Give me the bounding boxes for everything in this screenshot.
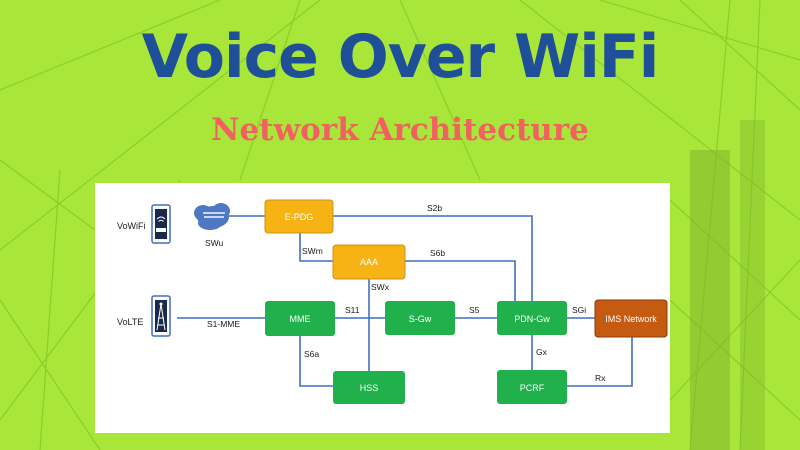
node-epdg: E-PDG bbox=[264, 199, 334, 234]
epdg-label: E-PDG bbox=[285, 212, 314, 222]
hss-label: HSS bbox=[360, 383, 379, 393]
s6a-label: S6a bbox=[304, 349, 319, 359]
cloud-icon bbox=[194, 203, 230, 230]
node-pdngw: PDN-Gw bbox=[497, 301, 567, 335]
swx-label: SWx bbox=[371, 282, 390, 292]
swu-label: SWu bbox=[205, 238, 224, 248]
s1mme-label: S1-MME bbox=[207, 319, 240, 329]
link-s6b bbox=[405, 260, 516, 301]
link-rx bbox=[567, 337, 633, 387]
pdngw-label: PDN-Gw bbox=[514, 314, 550, 324]
swm-label: SWm bbox=[302, 246, 323, 256]
wifi-router-icon bbox=[151, 204, 171, 244]
node-pcrf: PCRF bbox=[497, 370, 567, 404]
mme-label: MME bbox=[290, 314, 311, 324]
s11-label: S11 bbox=[345, 305, 360, 315]
node-aaa: AAA bbox=[332, 244, 406, 280]
page-subtitle: Network Architecture bbox=[211, 112, 589, 148]
node-ims: IMS Network bbox=[594, 299, 668, 338]
ims-label: IMS Network bbox=[605, 314, 657, 324]
page-title: Voice Over WiFi bbox=[141, 22, 660, 92]
architecture-diagram: VoWiFi VoLTE E-PDG bbox=[95, 183, 670, 433]
node-sgw: S-Gw bbox=[385, 301, 455, 335]
links bbox=[177, 215, 633, 387]
node-hss: HSS bbox=[333, 371, 405, 404]
link-s6a bbox=[299, 336, 333, 387]
rx-label: Rx bbox=[595, 373, 606, 383]
s6b-label: S6b bbox=[430, 248, 445, 258]
aaa-label: AAA bbox=[360, 257, 378, 267]
s2b-label: S2b bbox=[427, 203, 442, 213]
link-s2b bbox=[333, 215, 533, 301]
link-swm bbox=[299, 233, 333, 262]
gx-label: Gx bbox=[536, 347, 548, 357]
node-mme: MME bbox=[265, 301, 335, 336]
vowifi-label: VoWiFi bbox=[117, 221, 146, 231]
sgi-label: SGi bbox=[572, 305, 586, 315]
s5-label: S5 bbox=[469, 305, 480, 315]
volte-label: VoLTE bbox=[117, 317, 143, 327]
pcrf-label: PCRF bbox=[520, 383, 545, 393]
sgw-label: S-Gw bbox=[409, 314, 432, 324]
cell-tower-icon bbox=[151, 295, 171, 337]
